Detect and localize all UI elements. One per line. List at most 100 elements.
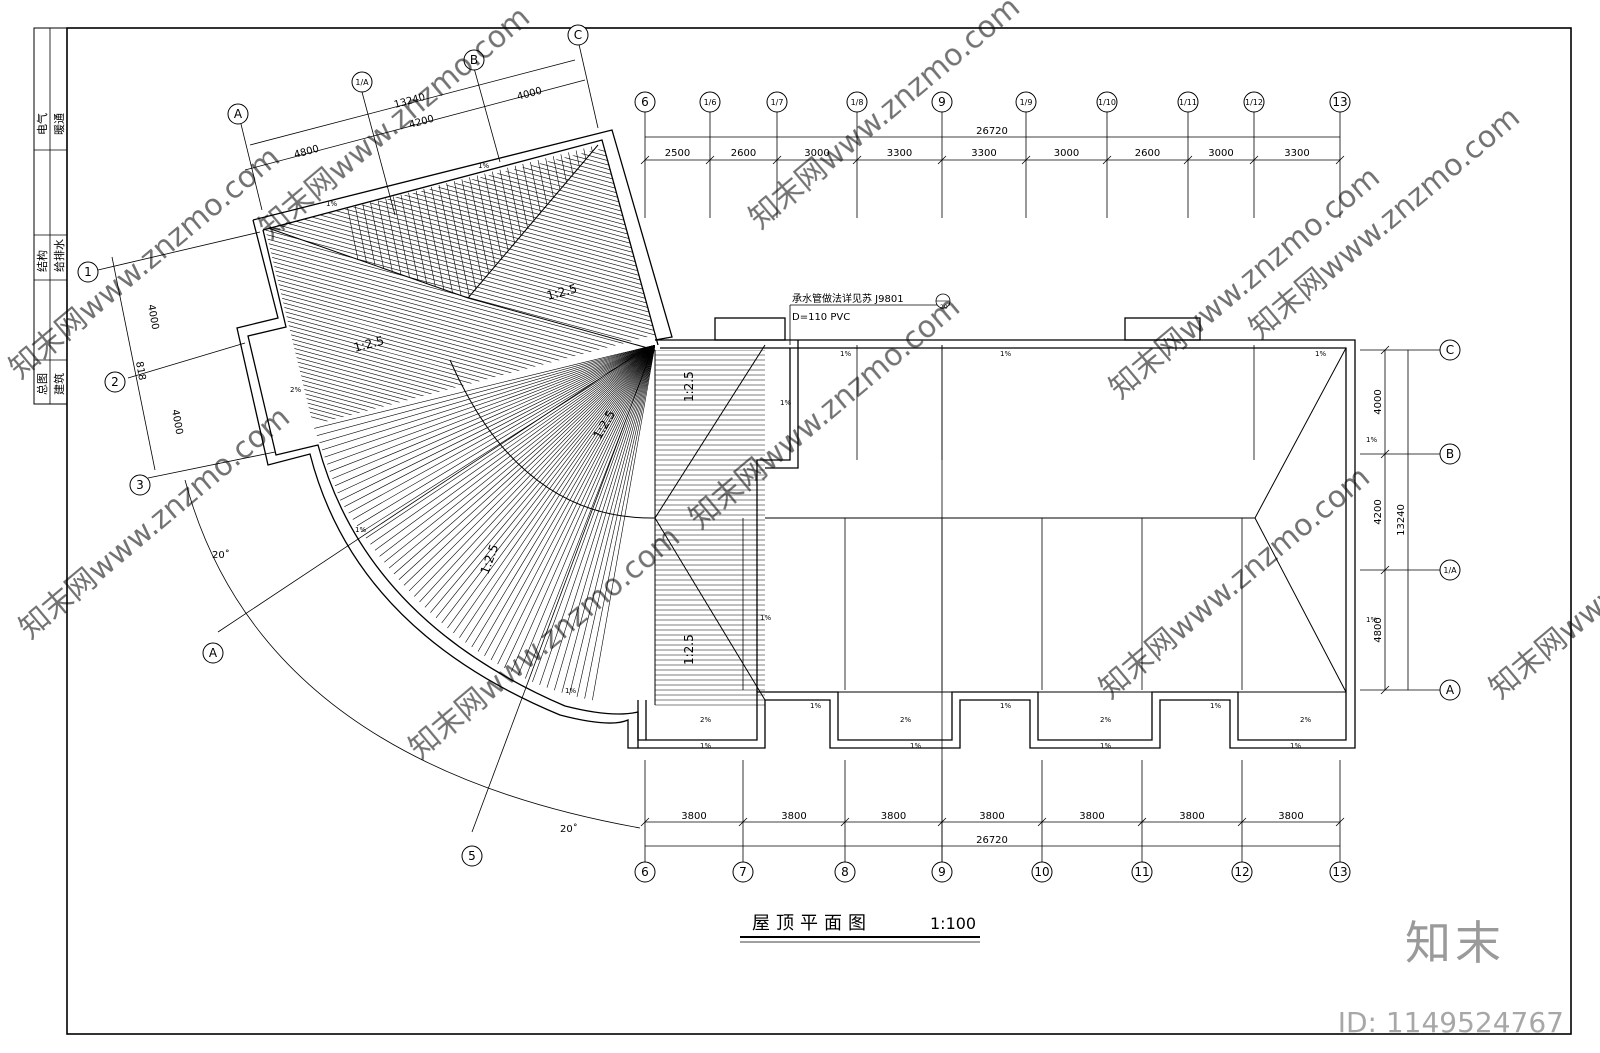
bottom-axis-bubble-label: 8 <box>841 865 849 879</box>
wing-top-axis-bubble-label: 1/A <box>355 78 369 87</box>
bottom-axis-bubble-label: 9 <box>938 865 946 879</box>
slope-ratio-5: 1:2.5 <box>682 371 696 402</box>
gutter-slope: 1% <box>1000 350 1011 358</box>
bottom-segment-dim: 3800 <box>881 811 906 822</box>
title-cell-structure: 结构 <box>35 250 49 272</box>
watermark-text: 知末网www.znzmo.com <box>743 0 1027 236</box>
bottom-total-dim: 26720 <box>976 835 1008 846</box>
gutter-slope-large: 2% <box>700 716 711 724</box>
wing-hatch-upper <box>265 148 655 425</box>
wing-radial-axis-bubble-label: A <box>209 646 218 660</box>
top-segment-dim: 3000 <box>1208 148 1233 159</box>
gutter-slope-large: 2% <box>290 386 301 394</box>
gutter-slope: 1% <box>1366 436 1377 444</box>
grid-lines <box>97 39 1440 862</box>
right-axis-bubble-label: B <box>1446 447 1454 461</box>
top-axis-bubble-circle <box>1243 91 1265 113</box>
gutter-slope: 1% <box>910 742 921 750</box>
wing-dim-seg-1: 4800 <box>293 144 320 161</box>
top-segment-dim: 3300 <box>971 148 996 159</box>
top-segment-dim: 3300 <box>1284 148 1309 159</box>
wing-top-axis-bubble-label: A <box>234 107 243 121</box>
top-segment-dim: 2500 <box>665 148 690 159</box>
slope-ratio-2: 1:2.5 <box>545 281 578 302</box>
top-axis-bubble-label: 1/9 <box>1020 98 1033 107</box>
znzmo-logo: 知末 <box>1405 916 1505 970</box>
title-cell-plumbing: 给排水 <box>52 239 66 272</box>
wing-top-axis-bubble-circle <box>227 103 249 125</box>
drawing-scale: 1:100 <box>930 914 976 933</box>
top-axis-bubble-label: 13 <box>1332 95 1347 109</box>
watermark-text: 知末网www.znzmo.com <box>1103 160 1387 406</box>
bottom-axis-bubble-label: 11 <box>1134 865 1149 879</box>
gutter-slope-large: 2% <box>900 716 911 724</box>
top-axis-bubble-label: 1/10 <box>1098 98 1116 107</box>
top-axis-bubble-label: 1/8 <box>851 98 864 107</box>
wing-radial-axis-bubble-circle <box>461 845 483 867</box>
top-axis-bubble-circle <box>931 91 953 113</box>
gutter-slope: 1% <box>1000 702 1011 710</box>
top-segment-dim: 3000 <box>804 148 829 159</box>
right-axis-bubble-circle <box>1439 443 1461 465</box>
top-axis-bubble-label: 1/6 <box>704 98 717 107</box>
bottom-axis-bubble-circle <box>1131 861 1153 883</box>
bottom-segment-dim: 3800 <box>681 811 706 822</box>
detail-ref-number: 20 <box>940 304 948 311</box>
wing-top-axis-bubble-circle <box>567 24 589 46</box>
watermark-text: 知末网www.znzmo.com <box>1483 460 1600 706</box>
gutter-slope: 1% <box>1290 742 1301 750</box>
bottom-axis-bubble-circle <box>1231 861 1253 883</box>
gutter-slope: 1% <box>1100 742 1111 750</box>
right-segment-dim: 4000 <box>1373 389 1384 414</box>
top-axis-bubble-circle <box>1177 91 1199 113</box>
top-axis-bubble-label: 6 <box>641 95 649 109</box>
wing-dim-seg-3: 4000 <box>516 86 543 103</box>
right-axis-bubble-circle <box>1439 339 1461 361</box>
gutter-slope: 1% <box>1366 616 1377 624</box>
wing-left-axis-bubble-circle <box>104 371 126 393</box>
wing-left-axis-bubble-label: 3 <box>136 478 144 492</box>
title-cell-electrical: 电气 <box>35 113 49 135</box>
gutter-slope: 1% <box>810 702 821 710</box>
strip-hatch <box>655 350 765 706</box>
wing-left-dim-2: 818 <box>133 361 147 382</box>
wing-left-axis-bubble-label: 2 <box>111 375 119 389</box>
wing-top-axis-bubble-label: B <box>470 53 478 67</box>
bottom-axis-bubble-circle <box>732 861 754 883</box>
right-axis-bubble-circle <box>1439 559 1461 581</box>
downpipe-note: 承水管做法详见苏 J9801 <box>792 292 904 305</box>
right-axis-bubble-label: 1/A <box>1443 566 1457 575</box>
gutter-slope: 1% <box>1315 350 1326 358</box>
bottom-segment-dim: 3800 <box>1278 811 1303 822</box>
title-block-column <box>33 27 68 405</box>
bottom-segment-dim: 3800 <box>1179 811 1204 822</box>
bottom-segment-dim: 3800 <box>979 811 1004 822</box>
top-axis-bubble-circle <box>1096 91 1118 113</box>
pipe-spec: D=110 PVC <box>792 312 850 323</box>
roof-vent-left <box>714 317 786 341</box>
wing-left-axis-bubble-circle <box>129 474 151 496</box>
bottom-axis-bubble-circle <box>634 861 656 883</box>
bottom-segment-dim: 3800 <box>781 811 806 822</box>
top-axis-bubble-circle <box>846 91 868 113</box>
top-segment-dim: 2600 <box>731 148 756 159</box>
image-id: ID: 1149524767 <box>1337 1006 1564 1039</box>
wing-dimension-lines <box>111 59 641 829</box>
right-segment-dim: 4200 <box>1373 499 1384 524</box>
wing-left-axis-bubble-circle <box>77 261 99 283</box>
top-segment-dim: 3000 <box>1054 148 1079 159</box>
top-axis-bubble-label: 1/7 <box>771 98 784 107</box>
top-axis-bubble-circle <box>699 91 721 113</box>
watermark-text: 知末网www.znzmo.com <box>13 400 297 646</box>
right-total-dim: 13240 <box>1396 504 1407 536</box>
wing-outline <box>236 129 673 749</box>
gutter-slope: 1% <box>1210 702 1221 710</box>
right-segment-dim: 4800 <box>1373 617 1384 642</box>
gutter-slope: 1% <box>565 687 576 695</box>
bottom-axis-bubble-circle <box>931 861 953 883</box>
downpipe-annotation: 承水管做法详见苏 J9801 20 D=110 PVC <box>789 292 951 345</box>
bottom-axis-bubble-label: 12 <box>1234 865 1249 879</box>
top-total-dim: 26720 <box>976 126 1008 137</box>
